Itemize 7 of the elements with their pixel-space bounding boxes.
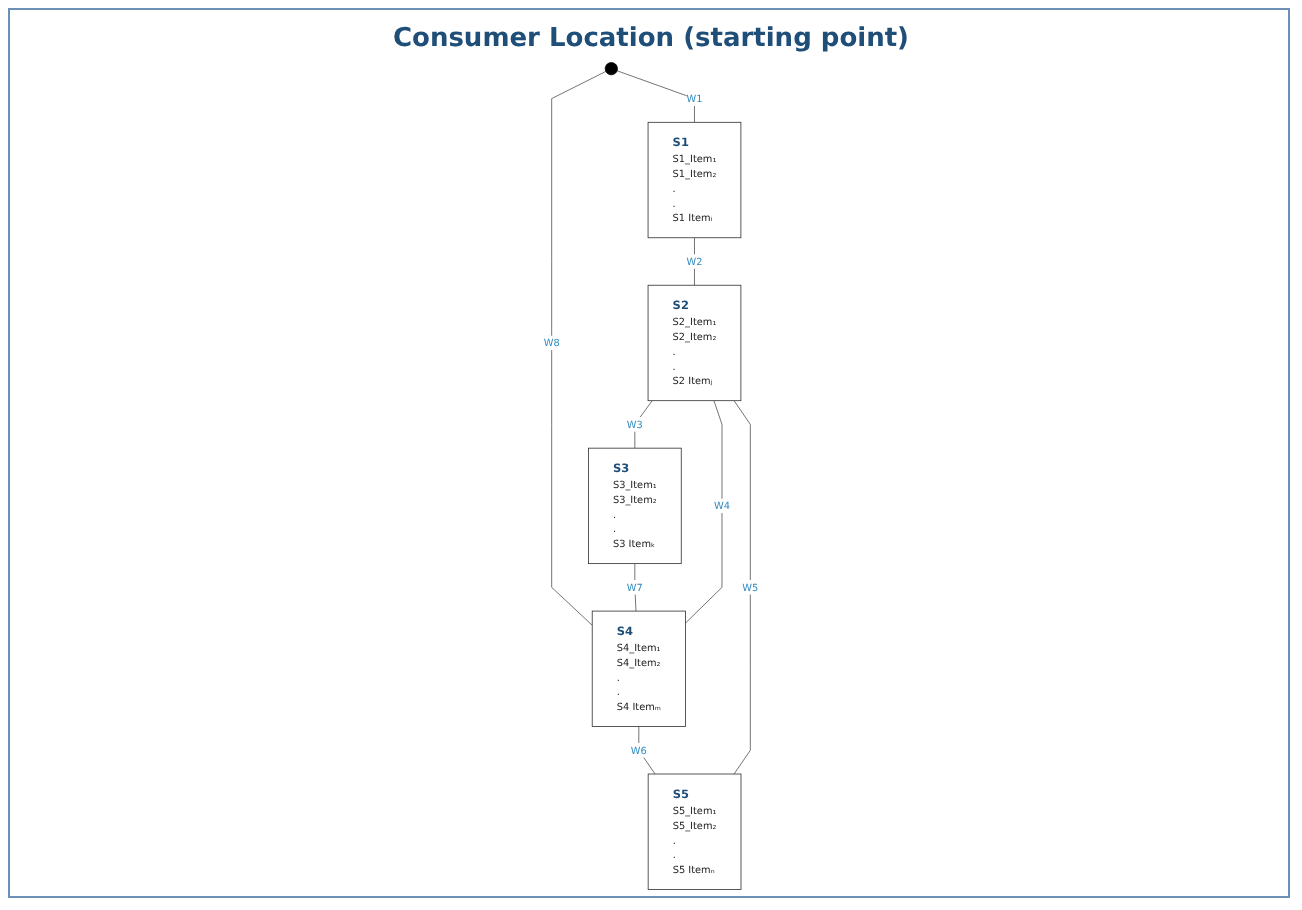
connector [733, 400, 751, 775]
location-caption: Consumer Location (starting point) [392, 24, 910, 54]
connector [551, 71, 607, 626]
connector [685, 400, 723, 624]
node-circle [604, 62, 618, 76]
connector [638, 726, 656, 775]
connector [616, 70, 695, 123]
